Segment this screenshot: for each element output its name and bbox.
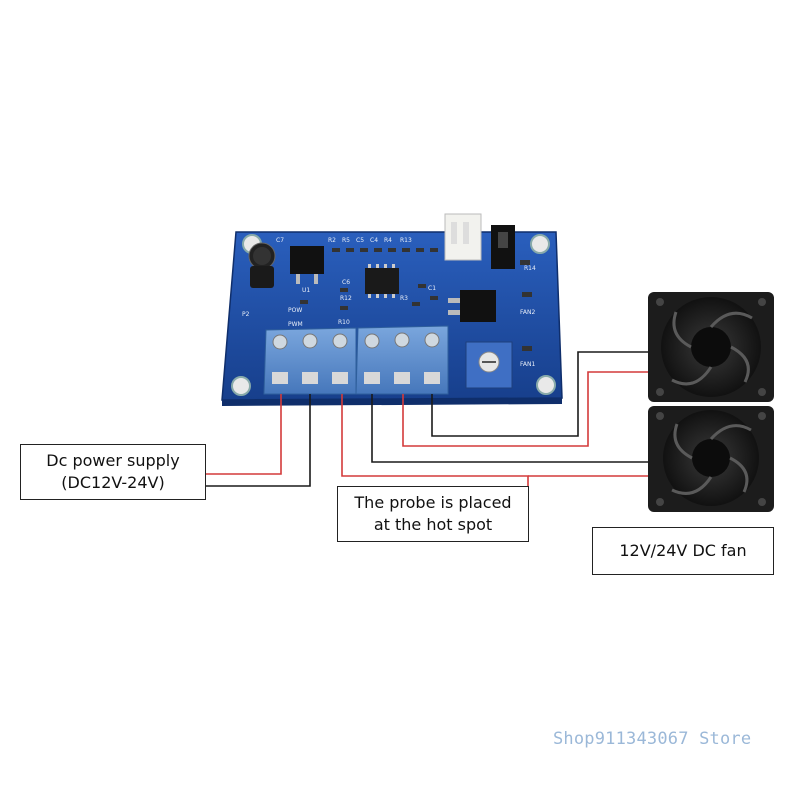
connector-icon [444, 213, 482, 261]
terminal-block-left [263, 327, 357, 395]
fan-2-icon [648, 406, 774, 512]
silkscreen-label: R5 [342, 237, 350, 244]
silkscreen-label: R3 [400, 295, 408, 302]
power-supply-line-1: Dc power supply [46, 451, 180, 470]
silkscreen-label: C5 [356, 237, 364, 244]
wires [206, 351, 650, 487]
silkscreen-label: U1 [302, 287, 310, 294]
mount-hole [231, 376, 251, 396]
power-supply-label: Dc power supply (DC12V-24V) [20, 444, 206, 500]
potentiometer-icon [465, 341, 513, 389]
silkscreen-label: PWM [288, 321, 303, 328]
probe-line-1: The probe is placed [354, 493, 512, 512]
silkscreen-label: R12 [340, 295, 352, 302]
silkscreen-label: POW [288, 307, 302, 314]
silkscreen-label: R10 [338, 319, 350, 326]
terminal-block-right [355, 325, 449, 395]
regulator-icon [290, 246, 324, 284]
silkscreen-label: C1 [428, 285, 436, 292]
capacitor-icon [248, 242, 276, 288]
mount-hole [530, 234, 550, 254]
silkscreen-label: FAN1 [520, 361, 535, 368]
fan-label: 12V/24V DC fan [592, 527, 774, 575]
silkscreen-label: P2 [242, 311, 250, 318]
silkscreen-label: C4 [370, 237, 378, 244]
switch-icon [491, 225, 515, 269]
silkscreen-label: R4 [384, 237, 392, 244]
silkscreen-label: R2 [328, 237, 336, 244]
mosfet-icon [448, 290, 496, 322]
silkscreen-label: R13 [400, 237, 412, 244]
probe-line-2: at the hot spot [373, 515, 493, 534]
fan-1-icon [648, 292, 774, 402]
power-supply-line-2: (DC12V-24V) [61, 473, 165, 492]
probe-label: The probe is placed at the hot spot [337, 486, 529, 542]
silkscreen-label: FAN2 [520, 309, 535, 316]
fan-line-1: 12V/24V DC fan [619, 541, 747, 560]
silkscreen-label: C6 [342, 279, 350, 286]
silkscreen-label: C7 [276, 237, 284, 244]
mount-hole [536, 375, 556, 395]
store-watermark: Shop911343067 Store [553, 729, 752, 749]
ic-chip-icon [365, 264, 399, 298]
smd-components [300, 248, 532, 351]
silkscreen-label: R14 [524, 265, 536, 272]
